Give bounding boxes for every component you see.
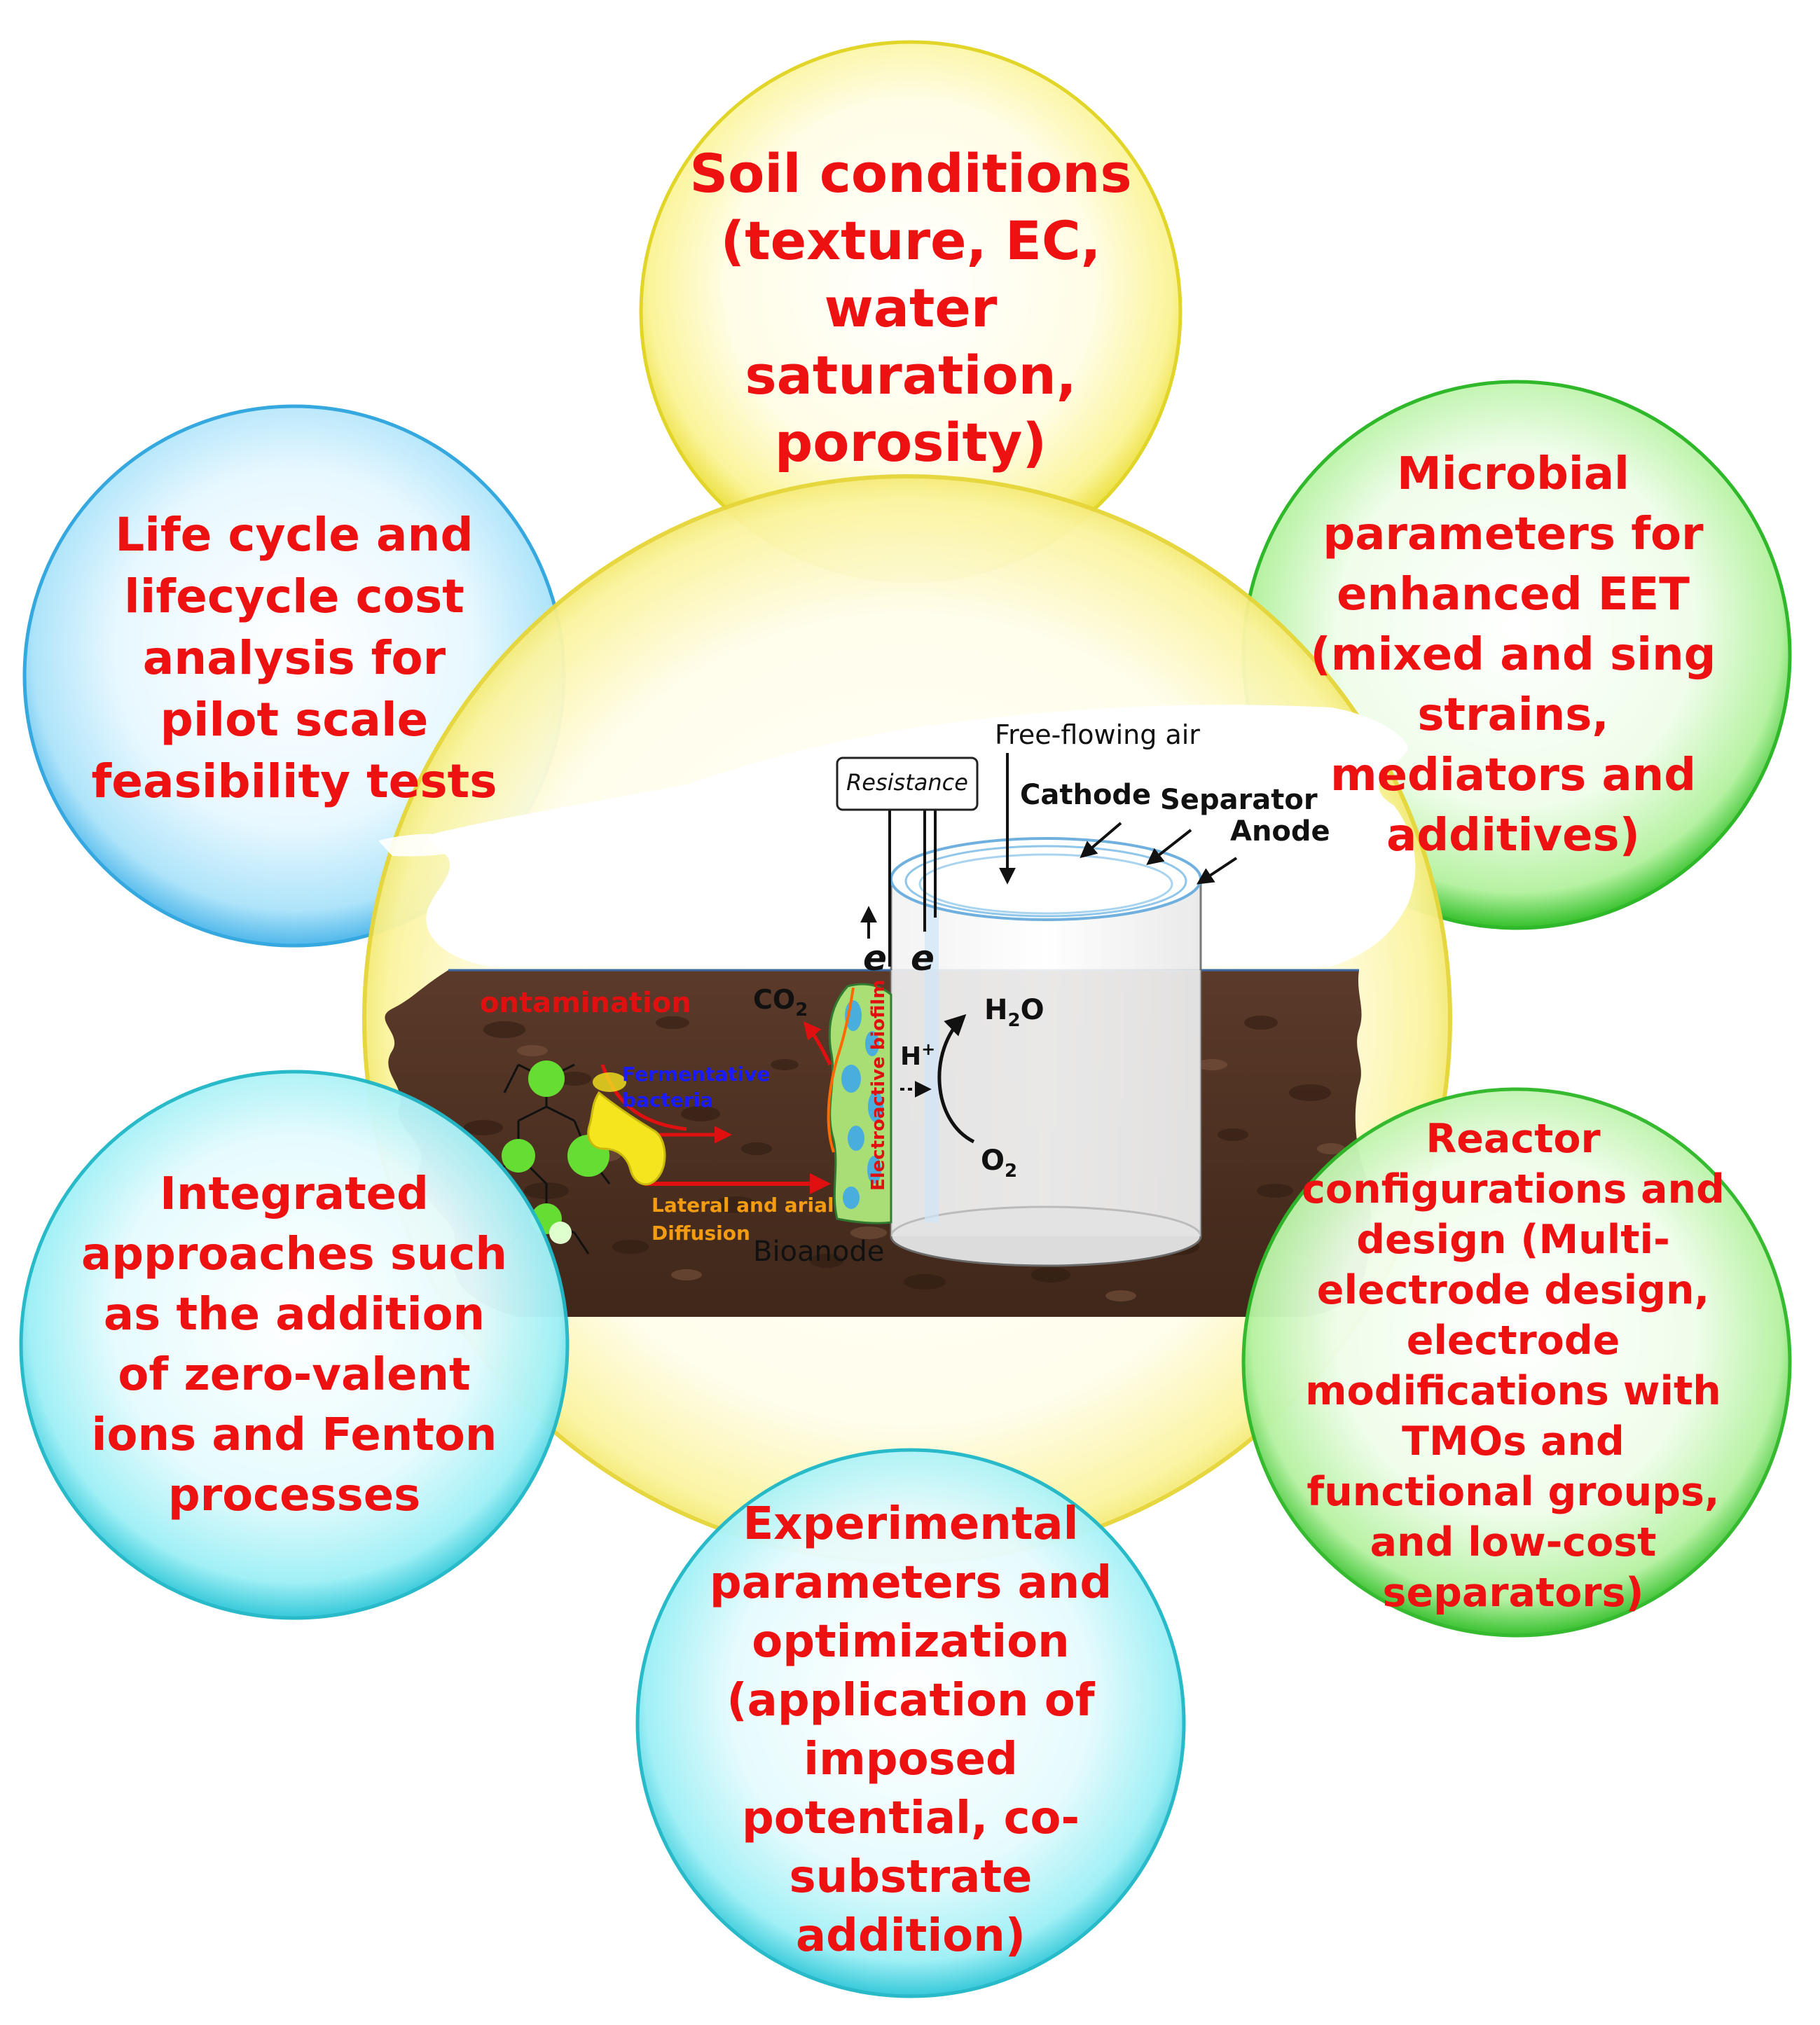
- bacteria-bubble: [593, 1072, 626, 1092]
- label-electroactive-biofilm: Electroactive biofilm: [868, 980, 889, 1191]
- label-electron-1: e: [863, 938, 887, 979]
- label-lateral-diffusion-1: Lateral and arial: [652, 1194, 834, 1217]
- bubble-integrated-shape: [19, 1070, 570, 1620]
- label-fermentative-1: Fermentative: [622, 1063, 770, 1086]
- cathode-pointer: [1080, 822, 1122, 859]
- bubble-experimental-text: Experimental parameters and optimization…: [709, 1498, 1112, 1962]
- bubble-reactor-shape: [1241, 1087, 1792, 1638]
- label-fermentative-2: bacteria: [622, 1088, 713, 1112]
- fermentative-bacteria-shape: [587, 1091, 666, 1186]
- reactor-cylinder: [890, 837, 1202, 1267]
- biofilm-orange-curve: [827, 987, 855, 1153]
- label-free-flowing-air: Free-flowing air: [995, 719, 1200, 750]
- label-anode: Anode: [1230, 815, 1330, 848]
- biofilm-blue-cells: [841, 1000, 883, 1209]
- bubble-microbial-text: Microbial parameters for enhanced EET (m…: [1310, 448, 1716, 862]
- label-cathode: Cathode: [1020, 779, 1151, 811]
- label-h2o: H2O: [984, 994, 1045, 1031]
- label-contamination: ontamination: [480, 987, 691, 1019]
- bubble-experimental-shape: [635, 1448, 1186, 1998]
- label-resistance: Resistance: [846, 769, 968, 796]
- bubble-integrated-text: Integrated approaches such as the additi…: [81, 1168, 507, 1521]
- anode-pointer: [1196, 857, 1238, 885]
- label-electron-2: e: [911, 938, 935, 979]
- label-co2: CO2: [753, 984, 808, 1021]
- resistance-box: [836, 756, 979, 811]
- separator-pointer: [1146, 829, 1192, 865]
- bubble-reactor-text: Reactor configurations and design (Multi…: [1302, 1116, 1725, 1616]
- co2-arrow: [803, 1021, 832, 1066]
- bubble-life-cycle-text: Life cycle and lifecycle cost analysis f…: [91, 508, 497, 808]
- circuit-wires: [888, 809, 937, 967]
- label-separator: Separator: [1160, 784, 1318, 816]
- label-h-plus: H+: [900, 1039, 935, 1071]
- label-lateral-diffusion-2: Diffusion: [652, 1222, 750, 1245]
- label-bioanode: Bioanode: [753, 1236, 884, 1268]
- label-o2: O2: [981, 1145, 1017, 1182]
- white-cloud-wisp: [378, 834, 490, 857]
- oxygen-reduction-curve: [937, 1014, 975, 1144]
- bubble-soil-text: Soil conditions (texture, EC, water satu…: [689, 142, 1132, 474]
